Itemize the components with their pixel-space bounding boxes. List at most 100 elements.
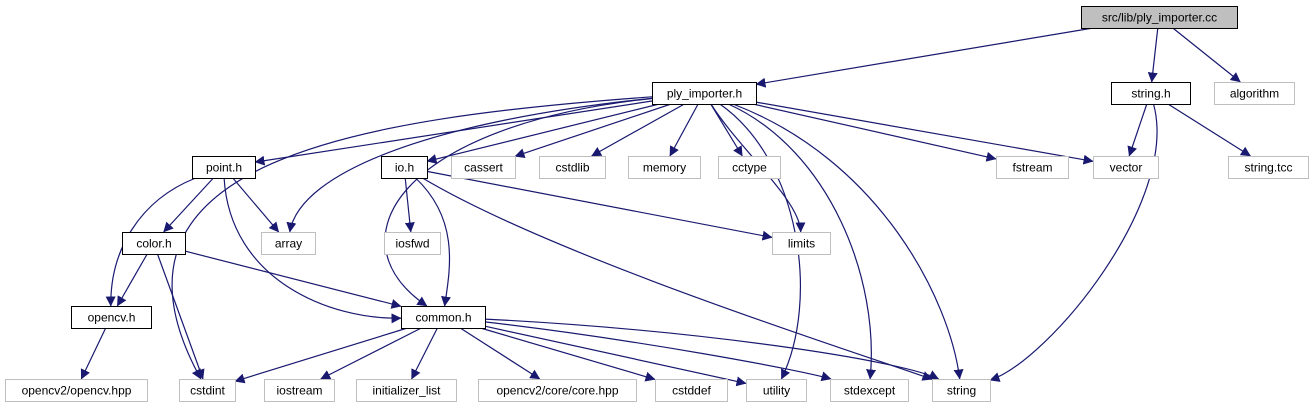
node-box	[71, 306, 152, 329]
node-opencv-h[interactable]: opencv.h	[71, 306, 152, 329]
edge-string-h-to-string-tcc	[1167, 103, 1251, 157]
edge-line	[484, 321, 832, 382]
node-box	[264, 379, 335, 402]
edge-line	[232, 177, 280, 233]
node-initializer-list: initializer_list	[356, 379, 457, 402]
edge-common-h-to-cstdint	[234, 327, 408, 384]
node-box	[356, 379, 457, 402]
edge-io-h-to-common-h	[415, 177, 451, 307]
node-box	[932, 379, 991, 402]
edge-point-h-to-array	[232, 177, 280, 233]
edge-line	[234, 327, 408, 384]
edge-ply-importer-h-to-memory	[669, 103, 699, 157]
node-label: fstream	[1012, 161, 1052, 175]
edge-line	[105, 177, 196, 307]
node-iosfwd: iosfwd	[384, 232, 441, 255]
node-limits: limits	[772, 232, 831, 255]
edge-line	[156, 253, 205, 380]
node-label: iostream	[276, 384, 322, 398]
edge-common-h-to-iostream	[320, 327, 422, 380]
edge-line	[286, 97, 653, 233]
node-label: limits	[788, 237, 815, 251]
edge-line	[591, 103, 685, 157]
edge-line	[459, 327, 541, 380]
node-box	[539, 156, 606, 179]
edge-line	[514, 103, 672, 159]
edge-line	[732, 103, 964, 380]
node-box	[628, 156, 701, 179]
edge-ply-importer-cc-to-string-h	[1147, 27, 1159, 83]
edge-io-h-to-iosfwd	[404, 177, 415, 233]
edge-ply-importer-h-to-cctype	[710, 103, 743, 157]
node-box	[5, 379, 148, 402]
node-box	[381, 156, 428, 179]
node-label: initializer_list	[372, 384, 441, 398]
node-label: io.h	[395, 161, 414, 175]
edge-line	[755, 27, 1094, 88]
node-label: cstddef	[672, 384, 711, 398]
edge-line	[480, 327, 656, 382]
edge-ply-importer-h-to-stdexcept	[728, 103, 877, 380]
node-array: array	[261, 232, 316, 255]
node-box	[451, 156, 516, 179]
node-label: cassert	[464, 161, 503, 175]
node-io-h[interactable]: io.h	[381, 156, 428, 179]
node-box	[652, 82, 757, 105]
edge-ply-importer-cc-to-algorithm	[1172, 27, 1241, 83]
edge-string-h-to-string	[989, 103, 1158, 382]
edge-line	[728, 103, 877, 380]
node-core-hpp: opencv2/core/core.hpp	[478, 379, 637, 402]
node-ply-importer-cc[interactable]: src/lib/ply_importer.cc	[1081, 6, 1238, 29]
node-box	[261, 232, 316, 255]
node-fstream: fstream	[996, 156, 1069, 179]
edge-string-h-to-vector	[1127, 103, 1148, 157]
node-point-h[interactable]: point.h	[192, 156, 256, 179]
node-string-h[interactable]: string.h	[1111, 82, 1191, 105]
node-common-h[interactable]: common.h	[401, 306, 486, 329]
node-box	[830, 379, 909, 402]
edge-line	[669, 103, 699, 157]
node-label: cstdint	[190, 384, 225, 398]
edge-line	[411, 327, 438, 380]
node-label: point.h	[206, 161, 242, 175]
node-box	[718, 156, 781, 179]
edge-ply-importer-h-to-fstream	[752, 103, 997, 162]
node-label: color.h	[136, 237, 171, 251]
edge-point-h-to-common-h	[223, 177, 402, 324]
node-label: string.tcc	[1244, 161, 1292, 175]
node-stdexcept: stdexcept	[830, 379, 909, 402]
edges-layer	[80, 27, 1251, 387]
node-cstdint: cstdint	[179, 379, 236, 402]
edge-line	[1127, 103, 1148, 157]
node-box	[746, 379, 807, 402]
edge-ply-importer-h-to-cstdlib	[591, 103, 685, 157]
edge-line	[426, 103, 660, 164]
node-memory: memory	[628, 156, 701, 179]
node-string: string	[932, 379, 991, 402]
edge-line	[484, 325, 747, 387]
node-box	[478, 379, 637, 402]
node-ply-importer-h[interactable]: ply_importer.h	[652, 82, 757, 105]
edge-color-h-to-opencv-h	[116, 253, 148, 307]
edge-line	[163, 177, 214, 233]
node-iostream: iostream	[264, 379, 335, 402]
node-label: utility	[763, 384, 790, 398]
edge-line	[484, 318, 940, 380]
edge-ply-importer-h-to-common-h	[384, 97, 653, 307]
node-cassert: cassert	[451, 156, 516, 179]
edge-point-h-to-opencv-h	[105, 177, 196, 307]
node-label: array	[275, 237, 302, 251]
edge-opencv-h-to-opencv-hpp	[80, 327, 107, 380]
edge-line	[80, 327, 107, 380]
node-cstddef: cstddef	[655, 379, 728, 402]
node-box	[122, 232, 186, 255]
node-label: src/lib/ply_importer.cc	[1102, 11, 1217, 25]
node-string-tcc: string.tcc	[1228, 156, 1309, 179]
edge-ply-importer-h-to-array	[286, 97, 653, 233]
node-color-h[interactable]: color.h	[122, 232, 186, 255]
edge-line	[116, 253, 148, 307]
edge-line	[415, 177, 451, 307]
node-label: stdexcept	[844, 384, 896, 398]
edge-line	[1172, 27, 1241, 83]
